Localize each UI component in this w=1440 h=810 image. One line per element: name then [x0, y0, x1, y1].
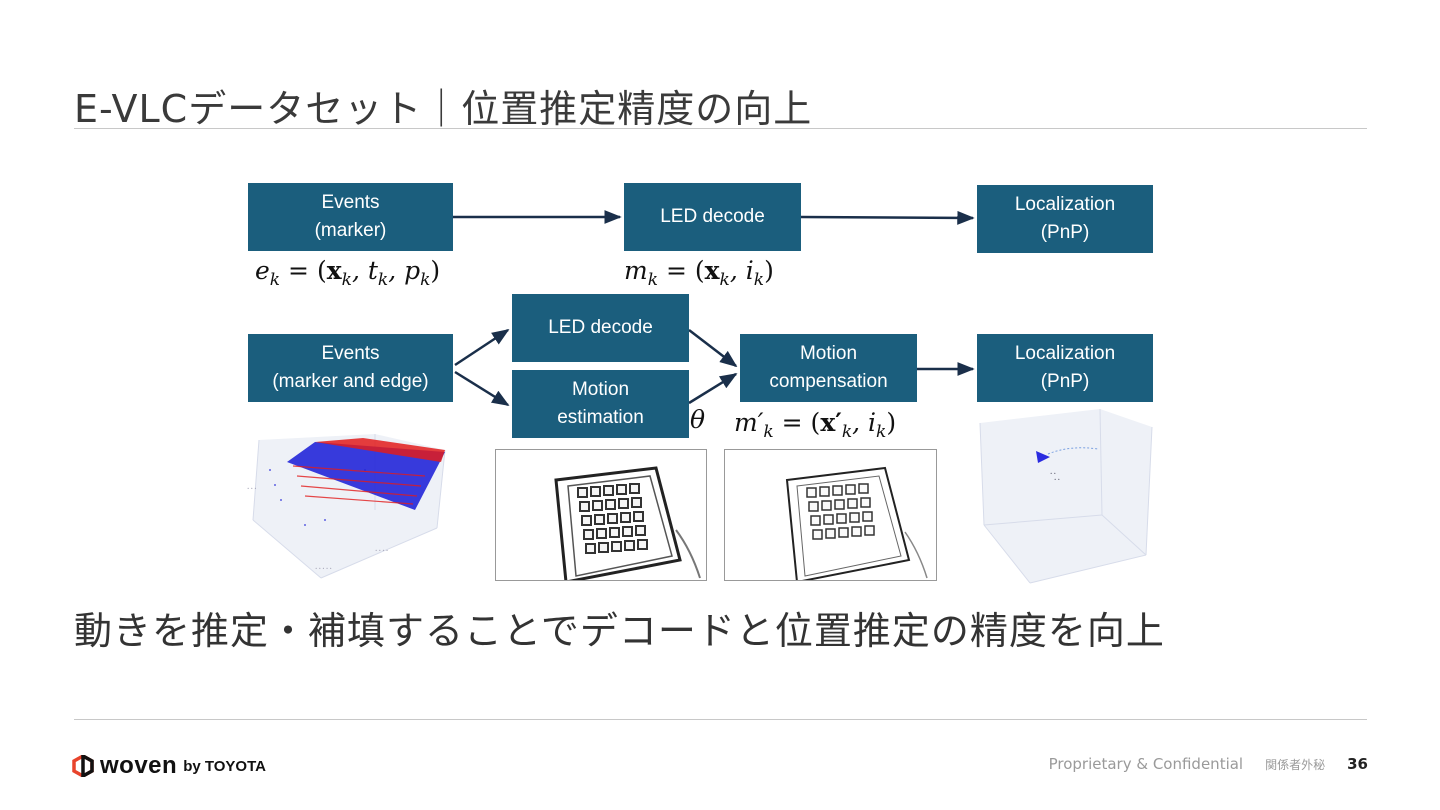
motion-estimation-box: Motion estimation [512, 370, 689, 438]
theta-symbol: θ [690, 405, 706, 434]
arrow-decode-to-localization [800, 210, 975, 225]
logo-byline: by TOYOTA [183, 757, 266, 775]
events-marker-line1: Events [321, 192, 380, 213]
page-number: 36 [1347, 755, 1368, 773]
edge-image-before [495, 449, 707, 581]
led-decode-box-bottom: LED decode [512, 294, 689, 362]
led-decode-label-bottom: LED decode [548, 317, 653, 338]
arrow-events-to-motion-estimation [454, 370, 510, 407]
arrow-events-to-led-decode [454, 328, 510, 367]
svg-text:• •: • • [1054, 477, 1060, 482]
confidential-label: Proprietary & Confidential [1048, 755, 1244, 773]
motion-estimation-line1: Motion [571, 379, 630, 400]
slide-title: E-VLCデータセット｜位置推定精度の向上 [74, 87, 813, 131]
events-marker-box: Events (marker) [248, 183, 453, 251]
localization-top-line2: (PnP) [1040, 222, 1090, 243]
motion-estimation-line2: estimation [557, 407, 644, 428]
edge-image-after [724, 449, 937, 581]
localization-bottom-line1: Localization [1014, 343, 1116, 364]
localization-bottom-line2: (PnP) [1040, 371, 1090, 392]
logo-wordmark: woven [100, 752, 178, 779]
led-decode-label-top: LED decode [660, 206, 765, 227]
svg-text:• • • •: • • • • [375, 548, 388, 553]
title-divider [74, 128, 1367, 129]
events-marker-edge-box: Events (marker and edge) [248, 334, 453, 402]
svg-text:• • •: • • • [247, 486, 257, 491]
events-edge-line2: (marker and edge) [272, 371, 429, 392]
localization-box-bottom: Localization (PnP) [977, 334, 1153, 402]
arrow-led-decode-to-compensation [688, 329, 738, 368]
footer-divider [74, 719, 1367, 720]
svg-text:• •: • • [1050, 471, 1056, 476]
svg-text:• • • • •: • • • • • [315, 566, 332, 571]
event-point-cloud-plot: • • • • • • • • • • • • [245, 430, 450, 580]
motion-compensation-box: Motion compensation [740, 334, 917, 402]
motion-compensation-line1: Motion [799, 343, 858, 364]
localization-box-top: Localization (PnP) [977, 185, 1153, 253]
equation-compensated: m′k = (x′k, ik) [734, 408, 897, 442]
arrow-motion-estimation-to-compensation [688, 372, 738, 405]
woven-logo: woven by TOYOTA [72, 752, 266, 780]
events-edge-line1: Events [321, 343, 380, 364]
localization-3d-plot: • •• • [970, 405, 1160, 585]
equation-decode: mk = (xk, ik) [624, 256, 774, 290]
localization-top-line1: Localization [1014, 194, 1116, 215]
equation-events: ek = (xk, tk, pk) [255, 256, 441, 290]
slide-caption: 動きを推定・補填することでデコードと位置推定の精度を向上 [74, 609, 1165, 653]
motion-compensation-line2: compensation [769, 371, 888, 392]
led-decode-box-top: LED decode [624, 183, 801, 251]
jp-confidential-label: 関係者外秘 [1265, 758, 1326, 772]
events-marker-line2: (marker) [314, 220, 387, 241]
woven-hexagon-icon [72, 755, 94, 777]
footer-meta: Proprietary & Confidential 関係者外秘 36 [1049, 755, 1368, 773]
